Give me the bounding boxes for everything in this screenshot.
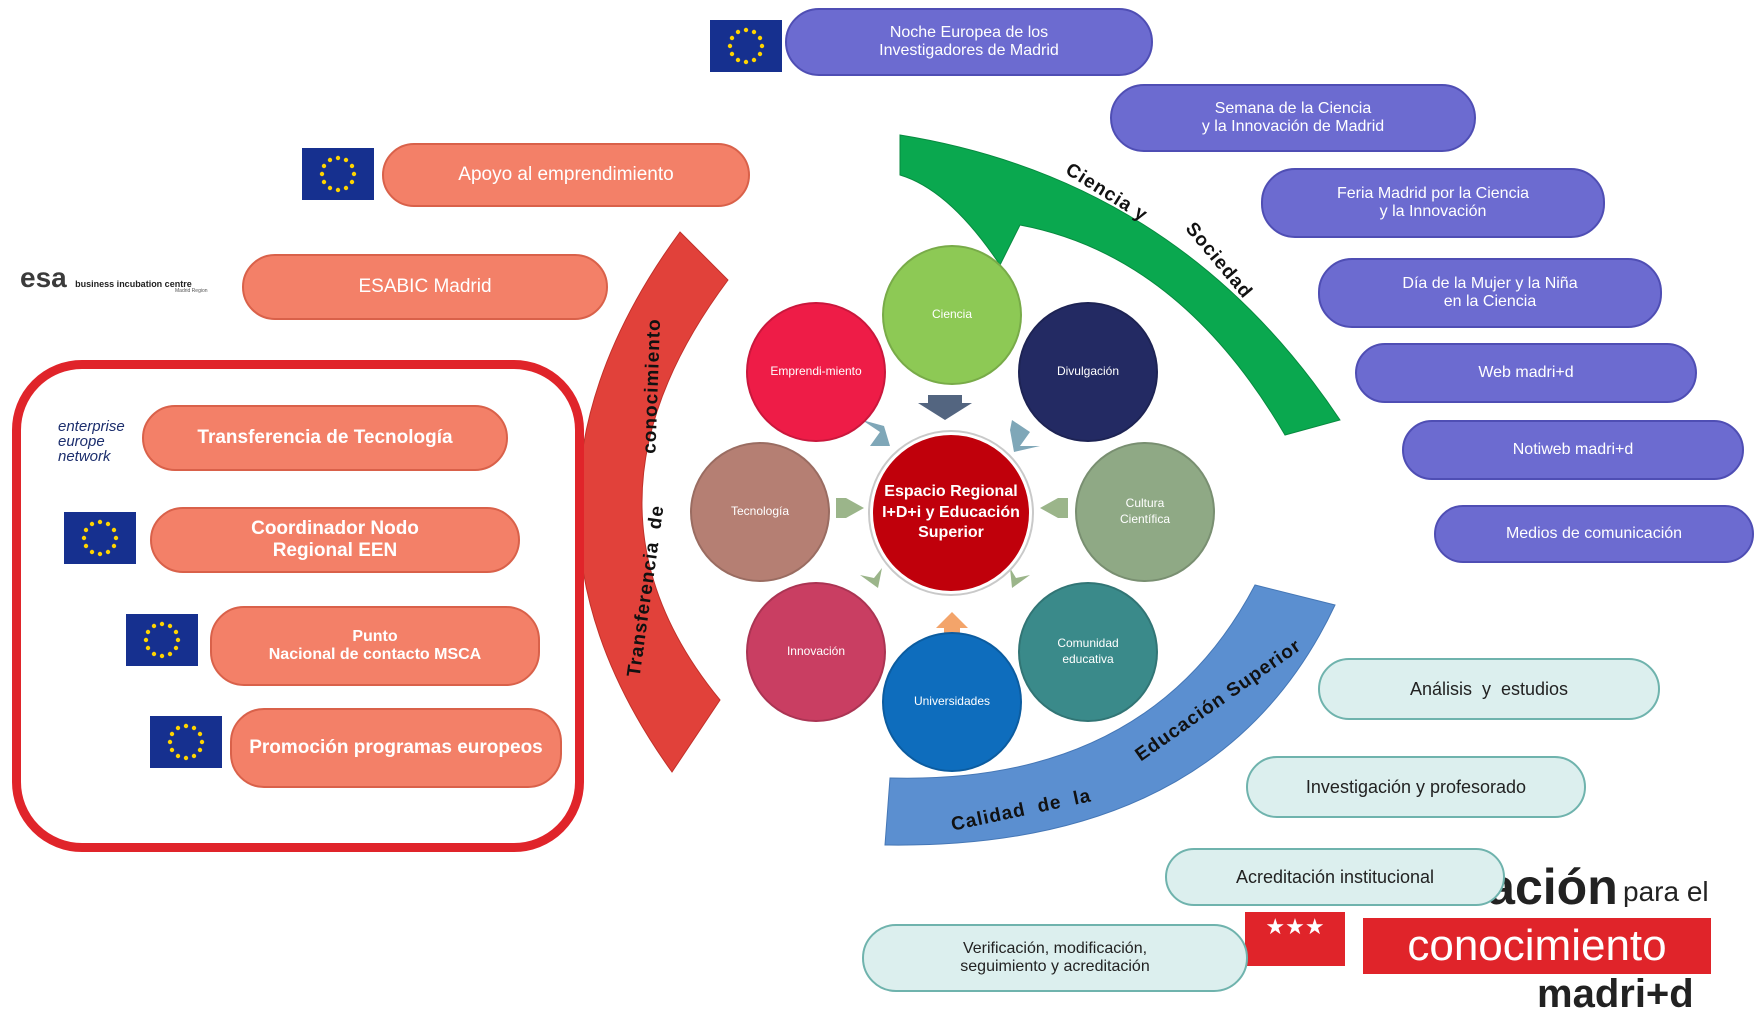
circle-tecnologia: Tecnología [690,442,830,582]
esa-logo: esa business incubation centre Madrid Re… [20,262,210,302]
esa-logo-mark: esa [20,262,67,293]
pill-transferencia-tecnologia[interactable]: Transferencia de Tecnología [142,405,508,471]
eu-flag-icon [64,512,136,564]
madrid-star-block: ★★★ [1245,912,1345,966]
eu-flag-icon [710,20,782,72]
fundacion-conocimiento: conocimiento [1363,918,1711,974]
arrow-icon [1010,568,1030,588]
fundacion-madrid: madri+d [1537,972,1694,1016]
circle-divulgacion: Divulgación [1018,302,1158,442]
arc-ciencia-sociedad [899,134,1341,436]
pill-dia-mujer[interactable]: Día de la Mujer y la Niña en la Ciencia [1318,258,1662,328]
fundacion-para: para el [1623,876,1709,907]
arrow-icon [836,498,864,518]
arc-transferencia [577,231,729,773]
arrow-icon [1010,420,1040,452]
arrows [836,395,1068,638]
eu-flag-icon [126,614,198,666]
center-circle: Espacio Regional I+D+i y Educación Super… [870,432,1032,594]
eu-flag-icon [302,148,374,200]
circle-ciencia: Ciencia [882,245,1022,385]
arc-calidad [884,584,1336,846]
arrow-icon [860,568,882,588]
circle-cultura: Cultura Científica [1075,442,1215,582]
pill-notiweb[interactable]: Notiweb madri+d [1402,420,1744,480]
arrow-icon [1040,498,1068,518]
esa-logo-sub: business incubation centre [75,279,192,289]
pill-punto-msca[interactable]: Punto Nacional de contacto MSCA [210,606,540,686]
pill-verificacion[interactable]: Verificación, modificación, seguimiento … [862,924,1248,992]
circle-comunidad: Comunidad educativa [1018,582,1158,722]
fundacion-logo: ★★★ Fundación para el conocimiento madri… [1245,858,1715,1018]
pill-promocion-programas[interactable]: Promoción programas europeos [230,708,562,788]
arrow-icon [862,420,890,446]
highlight-frame [12,360,584,852]
pill-medios[interactable]: Medios de comunicación [1434,505,1754,563]
eu-flag-icon [150,716,222,768]
pill-web-madrid[interactable]: Web madri+d [1355,343,1697,403]
arc-label-conocimiento: conocimiento [639,317,666,455]
pill-feria-madrid[interactable]: Feria Madrid por la Ciencia y la Innovac… [1261,168,1605,238]
pill-esabic-madrid[interactable]: ESABIC Madrid [242,254,608,320]
esa-logo-sub2: Madrid Region [175,288,208,294]
circle-emprendimiento: Emprendi-miento [746,302,886,442]
pill-apoyo-emprendimiento[interactable]: Apoyo al emprendimiento [382,143,750,207]
pill-coordinador-nodo[interactable]: Coordinador Nodo Regional EEN [150,507,520,573]
circle-innovacion: Innovación [746,582,886,722]
een-logo-text: enterprise europe network [58,418,125,465]
circle-universidades: Universidades [882,632,1022,772]
arrow-icon [936,612,968,638]
pill-acreditacion[interactable]: Acreditación institucional [1165,848,1505,906]
arrow-icon [918,395,972,420]
pill-analisis[interactable]: Análisis y estudios [1318,658,1660,720]
pill-semana-ciencia[interactable]: Semana de la Ciencia y la Innovación de … [1110,84,1476,152]
pill-investigacion[interactable]: Investigación y profesorado [1246,756,1586,818]
pill-noche-europea[interactable]: Noche Europea de los Investigadores de M… [785,8,1153,76]
een-logo: enterprise europe network [40,405,136,487]
